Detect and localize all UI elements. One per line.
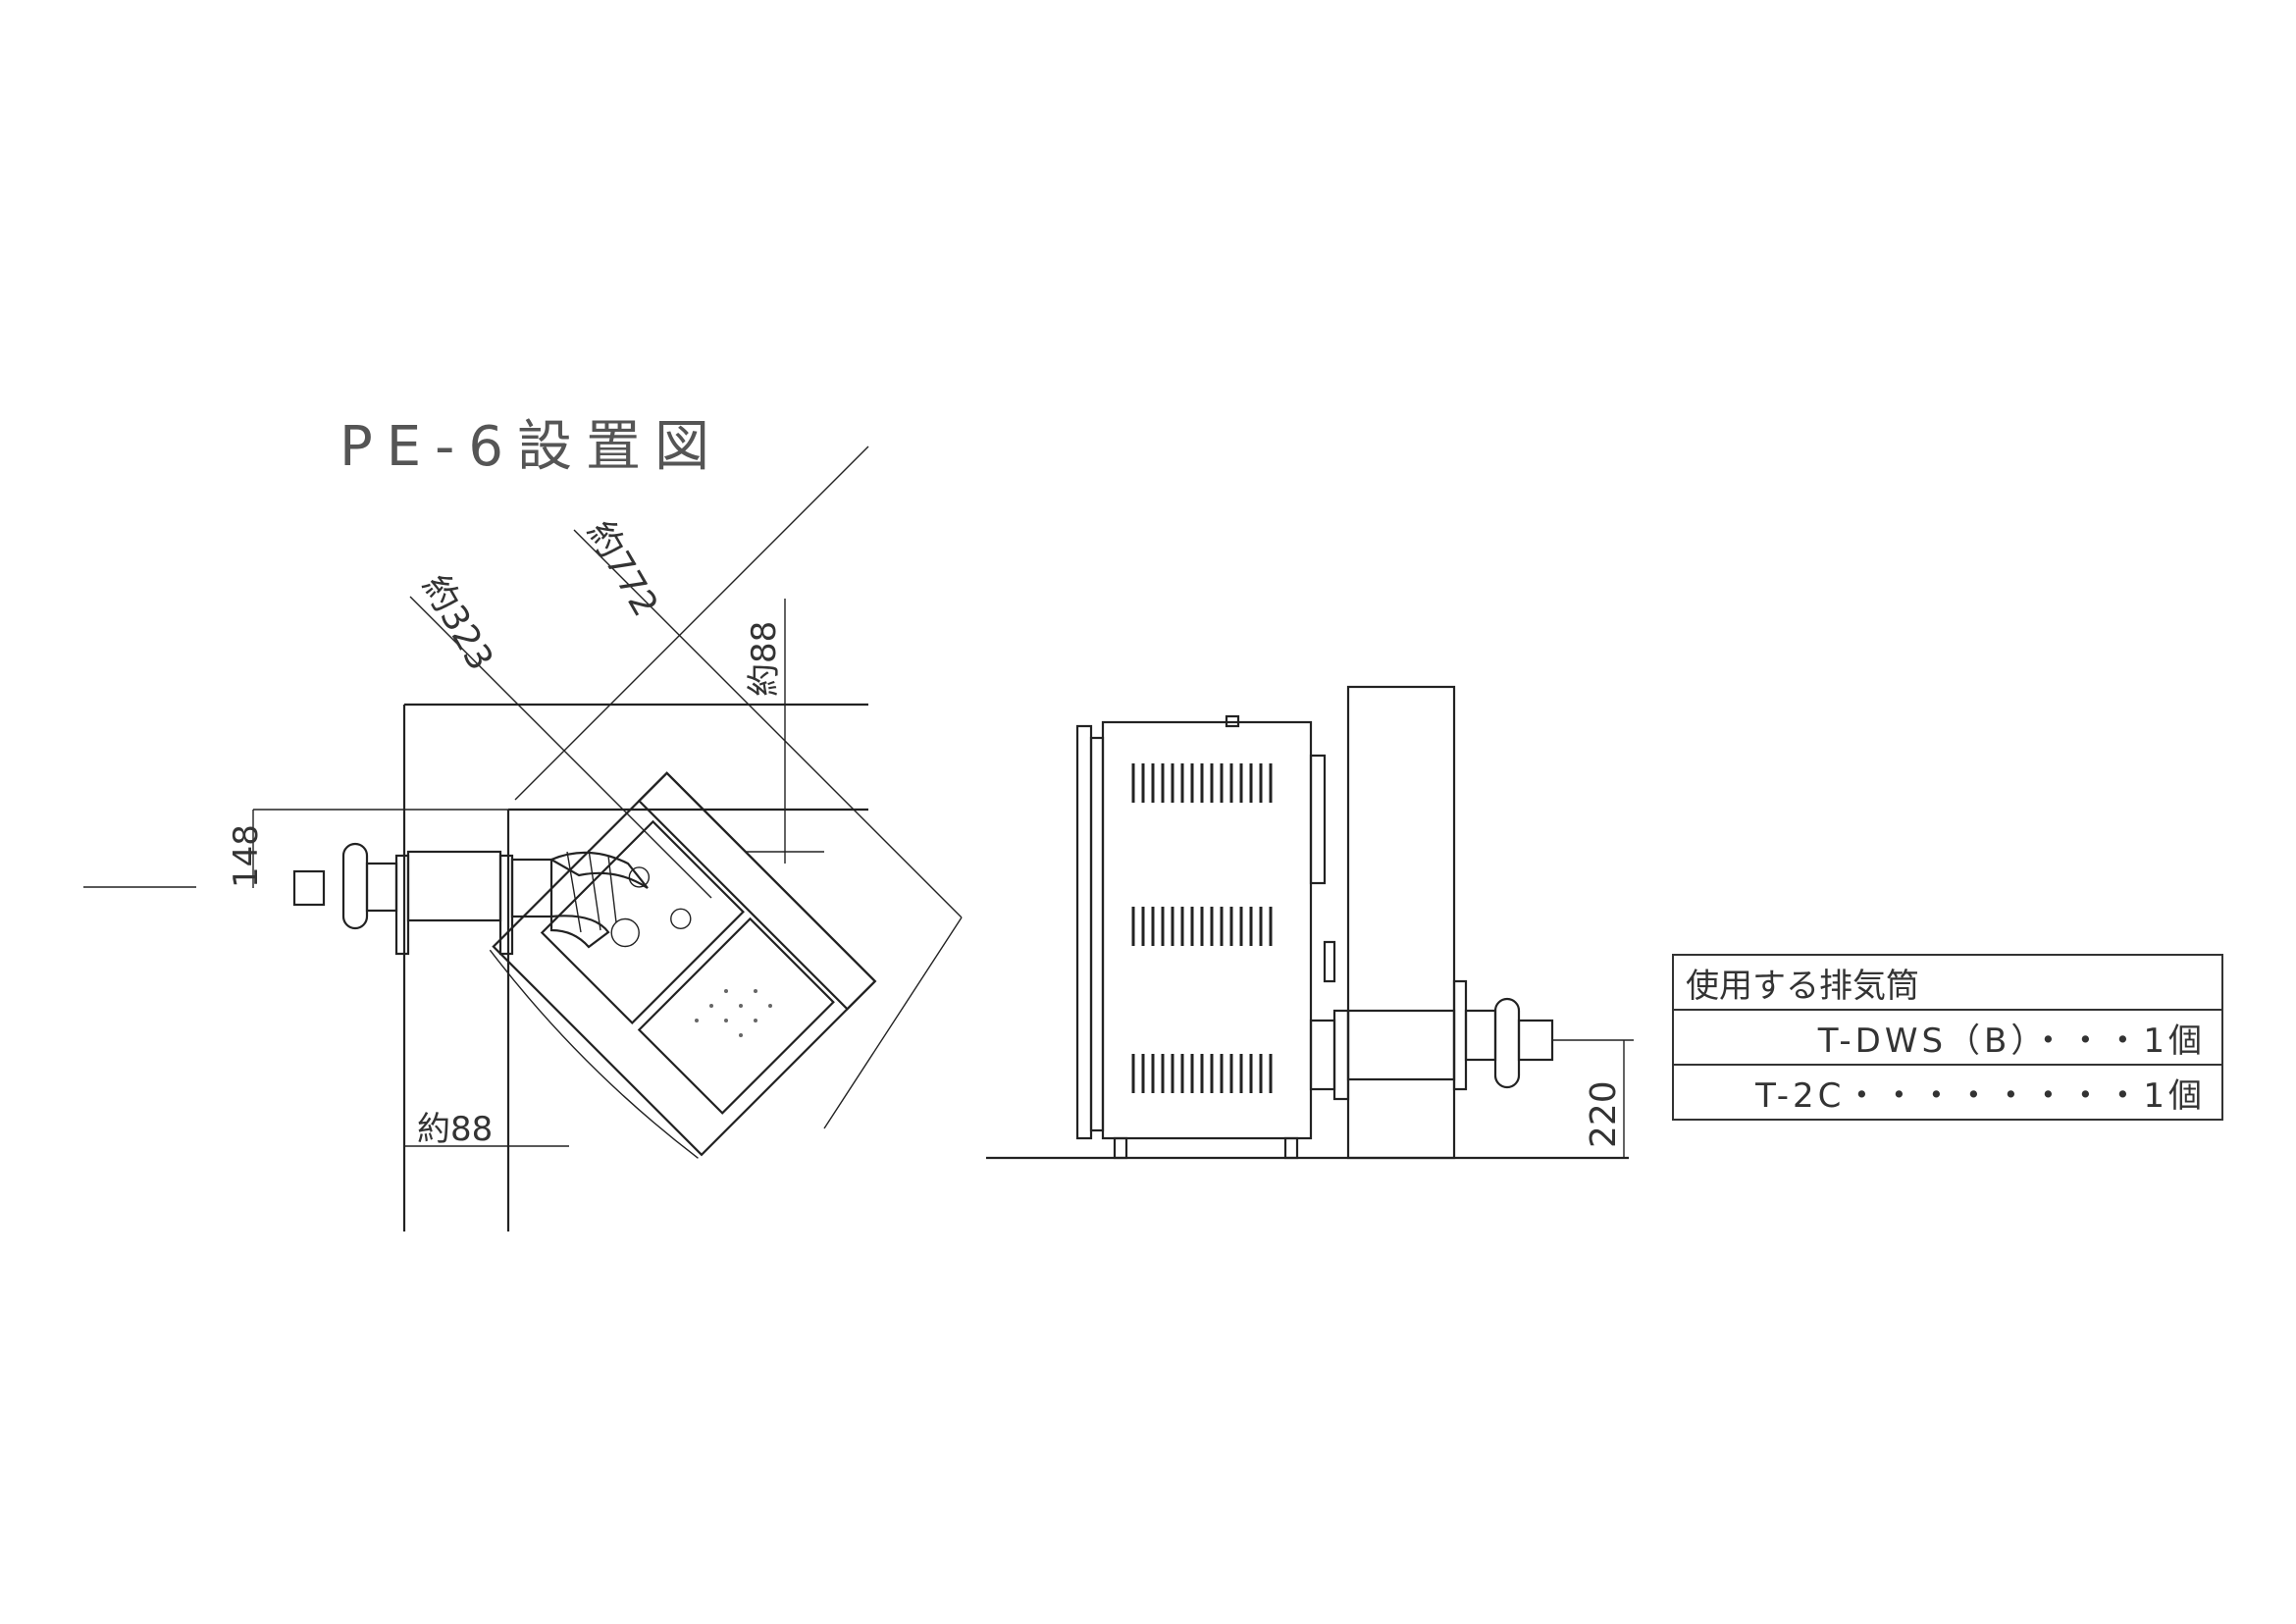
dim-label-top-88: 約88 [745, 621, 784, 697]
dim-label-148: 148 [227, 824, 266, 888]
part-t-dws-b: T-DWS（B）・・・1個 [1673, 1009, 2222, 1065]
wall-section [1346, 685, 1456, 1160]
table-header: 使用する排気筒 [1686, 966, 1919, 1006]
dim-772-end [823, 917, 963, 1129]
heater-grille [695, 989, 772, 1037]
exhaust-parts-table: 使用する排気筒 T-DWS（B）・・・1個 T-2C・・・・・・・・1個 [1672, 954, 2223, 1121]
exhaust-pipe-side-icon [1309, 979, 1570, 1101]
dim-772-base [514, 445, 869, 801]
dim-label-220: 220 [1584, 1080, 1624, 1148]
table-header-row: 使用する排気筒 [1673, 955, 2222, 1010]
dim-label-772: 約772 [579, 514, 665, 623]
plan-view: 約323 約772 約88 148 約88 [83, 445, 963, 1231]
heater-top-view-icon [489, 771, 877, 1159]
table-row: T-2C・・・・・・・・1個 [1673, 1064, 2222, 1120]
heater-side-view-icon [1075, 714, 1336, 1160]
vent-louvers [1131, 763, 1273, 1093]
dim-label-bottom-88: 約88 [417, 1110, 493, 1149]
elbow-icon [548, 849, 649, 949]
exhaust-pipe-icon [292, 842, 553, 956]
drawing-title: PE-6設置図 [339, 415, 723, 479]
side-view: 220 [986, 685, 1634, 1160]
table-row: T-DWS（B）・・・1個 [1673, 1009, 2222, 1065]
dim-label-323: 約323 [414, 568, 500, 677]
dim-323-line [409, 596, 712, 899]
dim-772-line [573, 529, 963, 918]
part-t-2c: T-2C・・・・・・・・1個 [1673, 1064, 2222, 1120]
